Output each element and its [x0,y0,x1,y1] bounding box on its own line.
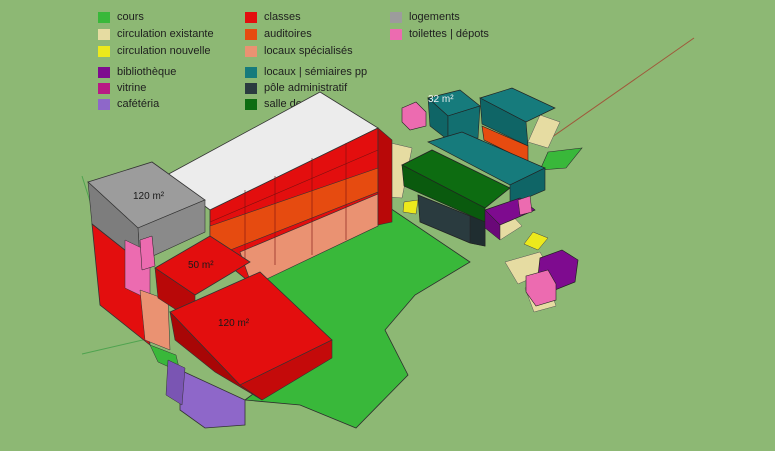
block-toilettes-north [401,101,427,131]
circulation-existing [527,114,561,149]
block-bibliotheque-side [484,209,501,241]
circulation-new [402,199,419,215]
legend-swatch [98,82,110,94]
legend-label: circulation nouvelle [117,45,211,57]
facade-grid [209,143,379,265]
area-label-32m2: 32 m² [428,94,454,105]
legend-label: logements [409,11,460,23]
legend-item-bibliotheque: bibliothèque [98,66,176,78]
legend-label: auditoires [264,28,312,40]
legend-label: locaux | sémiaires pp [264,66,368,78]
block-seminaires-lower-front [509,167,546,206]
legend-item-classes: classes [245,11,301,23]
legend-swatch [245,11,257,23]
legend-item-pole-administratif: pôle administratif [245,82,347,94]
legend-swatch [98,11,110,23]
legend-item-logements: logements [390,11,460,23]
legend-swatch [98,45,110,57]
legend-label: pôle administratif [264,82,348,94]
block-32m2-front [447,105,481,141]
block-toilettes-east [525,269,557,307]
facade-side [377,127,393,226]
area-label-120m2: 120 m² [218,318,250,329]
legend-swatch [245,28,257,40]
circulation-new [523,231,549,251]
legend-label: locaux spécialisés [264,45,353,57]
legend-item-cafeteria: cafétéria [98,98,159,110]
legend-item-auditoires: auditoires [245,28,312,40]
legend-item-seminaires: locaux | sémiaires pp [245,66,367,78]
area-label-120m2-logements: 120 m² [133,191,165,202]
axis-line [544,37,695,143]
legend-swatch [390,28,402,40]
legend-swatch [98,66,110,78]
legend-label: circulation existante [117,28,214,40]
legend-item-vitrine: vitrine [98,82,146,94]
legend-item-toilettes: toilettes | dépots [390,28,489,40]
legend-swatch [245,82,257,94]
block-toilettes-mid [517,195,533,216]
legend-label: bibliothèque [117,66,177,78]
block-pole-side [469,215,486,247]
legend-label: toilettes | dépots [409,28,489,40]
legend-label: cafétéria [117,98,160,110]
courtyard-small [539,147,583,171]
block-cafeteria-side [165,359,186,406]
legend-swatch [245,66,257,78]
area-label-50m2: 50 m² [188,260,214,271]
legend-swatch [390,11,402,23]
legend-swatch [245,45,257,57]
legend-label: cours [117,11,144,23]
facade-locaux-specialises [239,193,379,287]
legend-swatch [98,98,110,110]
legend-item-circulation-existante: circulation existante [98,28,214,40]
legend-item-circulation-nouvelle: circulation nouvelle [98,45,211,57]
block-120m2-side [169,311,263,401]
legend-item-locaux-specialises: locaux spécialisés [245,45,353,57]
legend: cours circulation existante circulation … [0,0,775,120]
block-toilettes-west [139,235,156,271]
legend-label: vitrine [117,82,147,94]
legend-label: classes [264,11,301,23]
legend-swatch [245,98,257,110]
legend-item-cours: cours [98,11,144,23]
legend-swatch [98,28,110,40]
